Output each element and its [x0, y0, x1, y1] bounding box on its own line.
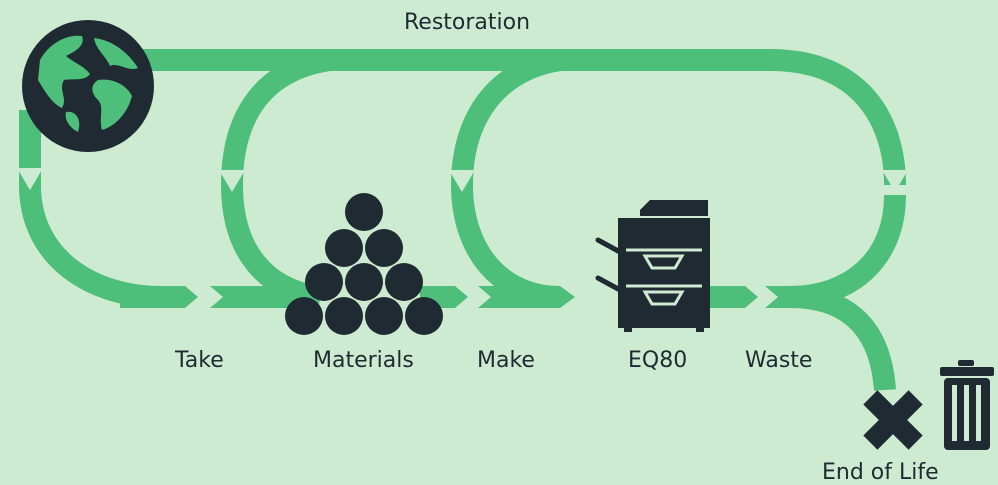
arrow-take — [120, 286, 198, 308]
linear-arrows — [120, 286, 805, 308]
loop-second — [220, 49, 332, 308]
flow-lanes — [19, 49, 906, 392]
loop-chevrons — [17, 168, 908, 192]
make-label: Make — [477, 348, 535, 373]
materials-label: Materials — [313, 348, 414, 373]
eq80-label: EQ80 — [628, 348, 688, 373]
waste-label: Waste — [745, 348, 813, 373]
cross-icon — [863, 390, 923, 450]
end-of-life-label: End of Life — [822, 460, 939, 485]
arrow-to-materials — [210, 286, 313, 308]
printer-icon — [595, 200, 710, 332]
loop-third — [450, 49, 563, 308]
restoration-lane — [120, 49, 906, 186]
loop-right — [789, 194, 906, 308]
waste-lane — [789, 286, 896, 392]
materials-stack-icon — [285, 193, 443, 335]
arrow-waste — [765, 286, 805, 308]
arrow-eq80-waste — [705, 286, 758, 308]
restoration-label: Restoration — [404, 10, 531, 35]
globe-icon — [22, 20, 154, 152]
arrow-make — [478, 286, 575, 308]
take-label: Take — [175, 348, 224, 373]
trash-bin-icon — [940, 360, 994, 450]
